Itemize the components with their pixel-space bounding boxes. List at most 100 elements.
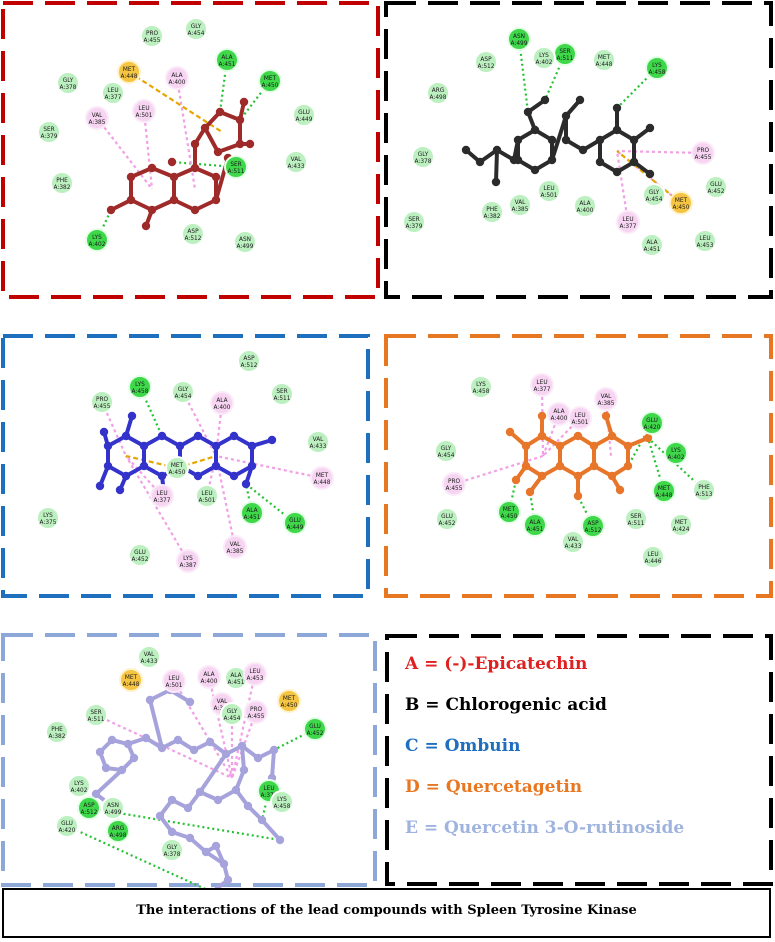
residue-chain-number: A:448 xyxy=(656,493,673,499)
residue-circle xyxy=(277,689,301,713)
ligand-atom xyxy=(190,139,200,149)
residue-chain-number: A:448 xyxy=(596,62,613,68)
residue-chain-number: A:511 xyxy=(88,717,105,723)
residue-circle xyxy=(243,662,267,686)
panel-b-border xyxy=(384,1,773,299)
residue-name: LYS xyxy=(74,781,84,787)
residue-name: VAL xyxy=(230,542,242,548)
residue-chain-number: A:379 xyxy=(41,134,58,140)
residue-circle xyxy=(128,543,152,567)
ligand-atom xyxy=(601,411,611,421)
ligand-atom xyxy=(126,195,136,205)
ligand-atom xyxy=(167,157,177,167)
residue-name: ASP xyxy=(83,803,95,809)
residue-circle xyxy=(128,375,152,399)
residue-name: ALA xyxy=(246,508,257,514)
ligand-atom xyxy=(185,833,195,843)
residue-circle xyxy=(37,120,61,144)
ligand-atom xyxy=(95,481,105,491)
ligand-atom xyxy=(157,743,167,753)
ligand-atom xyxy=(205,737,215,747)
residue-name: LEU xyxy=(647,552,658,558)
ligand-atom xyxy=(612,103,622,113)
residue-name: VAL xyxy=(313,437,325,443)
residue-circle xyxy=(474,50,498,74)
residue-chain-number: A:385 xyxy=(227,549,244,555)
ligand-atom xyxy=(612,125,622,135)
residue-chain-number: A:377 xyxy=(154,498,171,504)
ligand-atom xyxy=(123,739,133,749)
residue-circle xyxy=(224,155,248,179)
ligand-bond xyxy=(203,126,220,154)
residue-circle xyxy=(270,790,294,814)
residue-chain-number: A:501 xyxy=(541,193,558,199)
ligand-atom xyxy=(643,433,653,443)
residue-circle xyxy=(84,703,108,727)
residue-chain-number: A:452 xyxy=(708,189,725,195)
ligand-bond xyxy=(270,748,276,780)
ligand-atom xyxy=(573,431,583,441)
residue-name: LEU xyxy=(156,491,167,497)
ligand-atom xyxy=(91,789,101,799)
ligand-atom xyxy=(219,859,229,869)
ligand-atom xyxy=(511,475,521,485)
residue-chain-number: A:377 xyxy=(534,387,551,393)
residue-circle xyxy=(160,838,184,862)
residue-chain-number: A:448 xyxy=(123,682,140,688)
residue-circle xyxy=(283,511,307,535)
residue-chain-number: A:450 xyxy=(281,703,298,709)
residue-chain-number: A:377 xyxy=(620,224,637,230)
residue-chain-number: A:446 xyxy=(645,559,662,565)
residue-name: SER xyxy=(276,389,287,395)
residue-circle xyxy=(693,229,717,253)
residue-chain-number: A:513 xyxy=(696,492,713,498)
residue-name: LYS xyxy=(671,448,681,454)
ligand-atom xyxy=(147,163,157,173)
pi-interaction-line xyxy=(215,454,323,480)
residue-name: LEU xyxy=(536,380,547,386)
ligand-bond xyxy=(198,752,228,794)
ligand-atom xyxy=(211,461,221,471)
residue-name: LEU xyxy=(622,217,633,223)
residue-name: GLY xyxy=(227,709,238,715)
residue-name: MET xyxy=(123,67,136,73)
hydrogen-bond-line xyxy=(646,437,666,492)
residue-chain-number: A:451 xyxy=(644,247,661,253)
residue-chain-number: A:454 xyxy=(646,197,663,203)
residue-chain-number: A:452 xyxy=(439,521,456,527)
residue-circle xyxy=(640,411,664,435)
residue-circle xyxy=(90,390,114,414)
residue-name: PHE xyxy=(51,727,63,733)
residue-chain-number: A:448 xyxy=(314,480,331,486)
ligand-atom xyxy=(95,747,105,757)
residue-circle xyxy=(692,478,716,502)
residue-circle xyxy=(85,228,109,252)
residue-chain-number: A:382 xyxy=(484,214,501,220)
residue-chain-number: A:455 xyxy=(248,714,265,720)
pi-interaction-line xyxy=(96,117,153,190)
residue-chain-number: A:451 xyxy=(219,62,236,68)
